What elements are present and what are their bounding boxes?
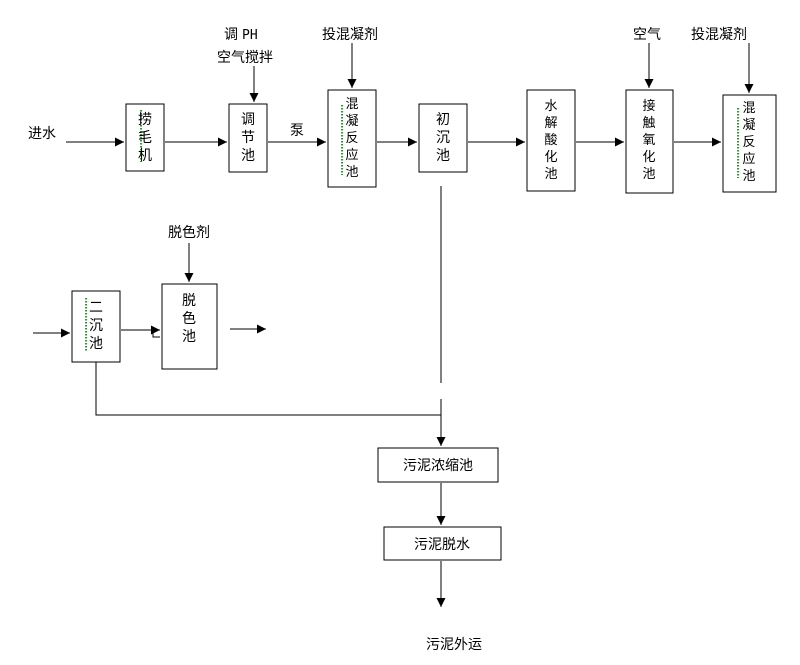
label-coagulant-dosing-2: 投混凝剂: [691, 27, 747, 43]
node-sludge-dewatering-label: 污泥脱水: [414, 537, 470, 553]
node-hydrolysis-tank: 水 解 酸 化 池: [526, 89, 576, 192]
node-primary-settling-tank-char-1: 初: [436, 111, 450, 128]
arrow-secondary-to-decolor-hook: [152, 330, 160, 338]
node-secondary-settling-tank: 二 沉 池: [71, 290, 121, 363]
node-contact-oxidation-tank: 接 触 氧 化 池: [625, 89, 674, 194]
node-decolorization-tank: 脱 色 池: [161, 283, 218, 370]
node-decolorization-tank-char-3: 池: [182, 329, 196, 345]
label-coagulant-dosing-1: 投混凝剂: [322, 27, 378, 43]
label-ph-code: PH: [242, 28, 258, 43]
node-secondary-settling-tank-char-3: 池: [89, 336, 103, 352]
node-contact-oxidation-tank-char-4: 化: [642, 150, 655, 165]
node-secondary-settling-tank-char-2: 沉: [89, 318, 103, 334]
node-screen-machine: 捞 毛 机: [125, 103, 165, 172]
node-adjustment-tank-char-2: 节: [241, 130, 255, 146]
node-primary-settling-tank: 初 沉 池: [418, 103, 468, 173]
node-coagulation-tank-2-char-5: 池: [742, 169, 755, 184]
node-coagulation-tank-1: 混 凝 反 应 池: [327, 89, 377, 188]
node-hydrolysis-tank-char-3: 酸: [544, 133, 557, 148]
label-pump: 泵: [290, 123, 304, 139]
node-adjustment-tank-char-3: 池: [241, 148, 255, 164]
node-contact-oxidation-tank-char-3: 氧: [642, 133, 655, 148]
node-sludge-dewatering: 污泥脱水: [383, 526, 502, 561]
node-contact-oxidation-tank-char-5: 池: [642, 167, 655, 182]
node-screen-machine-char-3: 机: [138, 148, 152, 164]
label-decolorant: 脱色剂: [168, 224, 210, 241]
node-coagulation-tank-1-char-2: 凝: [345, 113, 358, 129]
node-contact-oxidation-tank-char-2: 触: [642, 116, 655, 131]
label-air-stirring: 空气搅拌: [217, 50, 273, 66]
label-sludge-outbound: 污泥外运: [426, 637, 482, 653]
node-hydrolysis-tank-char-5: 池: [544, 167, 557, 182]
node-contact-oxidation-tank-char-1: 接: [642, 98, 655, 114]
node-decolorization-tank-char-2: 色: [182, 310, 196, 327]
node-decolorization-tank-char-1: 脱: [182, 293, 196, 309]
node-adjustment-tank: 调 节 池: [228, 103, 268, 173]
node-secondary-settling-tank-char-1: 二: [89, 300, 103, 316]
label-air: 空气: [633, 27, 661, 43]
node-coagulation-tank-2: 混 凝 反 应 池: [722, 94, 777, 193]
node-hydrolysis-tank-char-1: 水: [544, 99, 557, 114]
node-primary-settling-tank-char-2: 沉: [436, 130, 450, 146]
sludge-line-secondary-to-thickening: [95, 362, 441, 416]
node-coagulation-tank-1-char-1: 混: [345, 97, 358, 112]
node-screen-machine-char-2: 毛: [138, 130, 152, 146]
node-sludge-thickening-tank-label: 污泥浓缩池: [403, 458, 473, 474]
node-coagulation-tank-2-char-3: 反: [742, 135, 755, 150]
node-coagulation-tank-2-char-1: 混: [742, 101, 755, 116]
node-primary-settling-tank-char-3: 池: [436, 148, 450, 164]
node-coagulation-tank-1-char-5: 池: [345, 165, 358, 180]
label-inflow: 进水: [28, 126, 56, 142]
label-ph-adjust: 调: [224, 27, 238, 43]
node-adjustment-tank-char-1: 调: [241, 112, 255, 128]
node-sludge-thickening-tank: 污泥浓缩池: [377, 447, 499, 483]
node-coagulation-tank-1-char-4: 应: [345, 147, 358, 163]
node-coagulation-tank-2-char-2: 凝: [742, 117, 755, 133]
node-screen-machine-char-1: 捞: [138, 112, 152, 128]
node-coagulation-tank-2-char-4: 应: [742, 151, 755, 167]
node-coagulation-tank-1-char-3: 反: [345, 131, 358, 146]
node-hydrolysis-tank-char-2: 解: [544, 116, 557, 131]
node-hydrolysis-tank-char-4: 化: [544, 150, 557, 165]
